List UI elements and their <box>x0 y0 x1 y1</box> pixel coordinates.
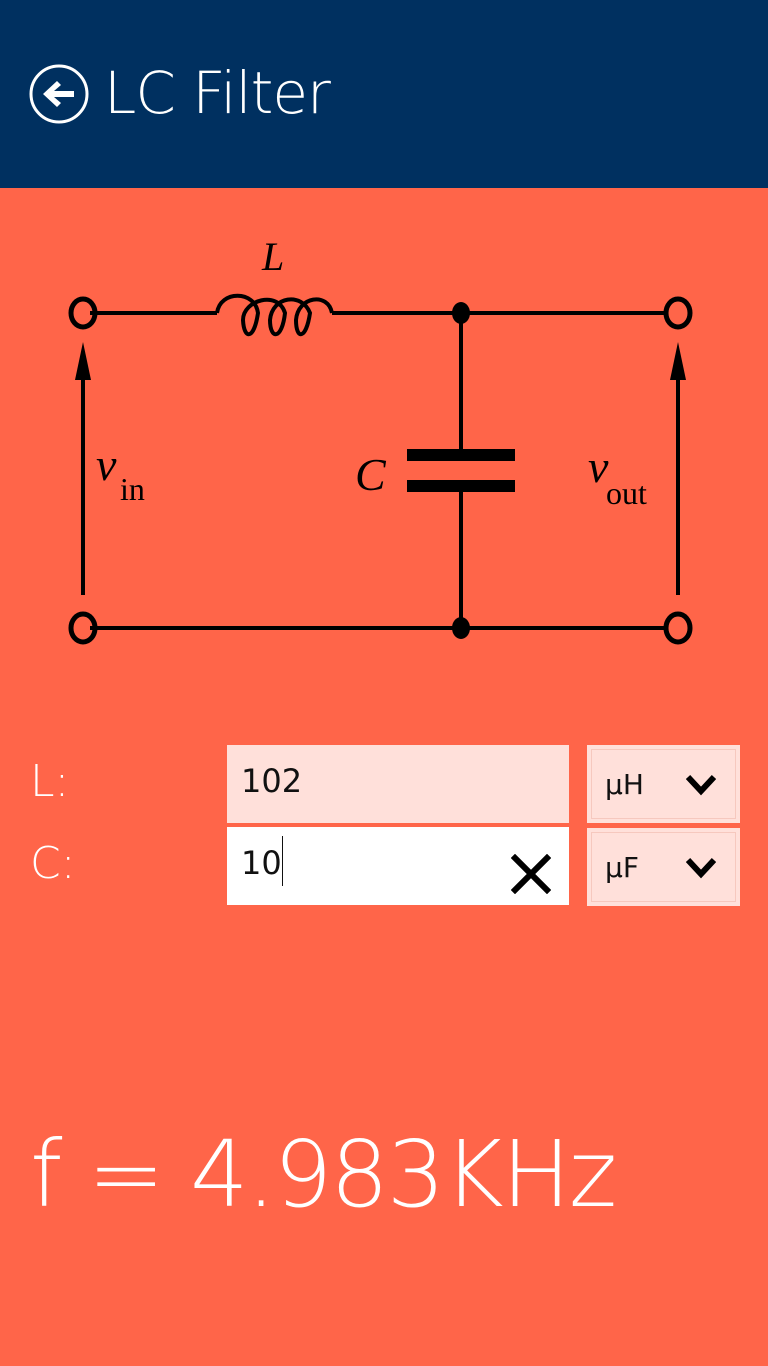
frequency-result: f = 4.983KHz <box>30 1121 617 1228</box>
clear-button[interactable] <box>510 847 552 895</box>
capacitance-label: C: <box>30 838 76 889</box>
vin-label-main: v <box>96 439 117 490</box>
capacitance-unit: µF <box>605 851 639 884</box>
back-button[interactable] <box>29 64 89 124</box>
vout-label-sub: out <box>606 475 647 511</box>
inductance-unit: µH <box>605 768 644 801</box>
chevron-down-icon <box>686 774 716 796</box>
inductor-icon <box>215 293 334 337</box>
terminal-out-top <box>663 296 693 330</box>
lc-filter-circuit-diagram: L C v in v out <box>68 234 693 645</box>
inductance-input[interactable]: 102 <box>227 745 569 823</box>
terminal-in-bottom <box>68 611 98 645</box>
vin-label-sub: in <box>120 471 145 507</box>
chevron-down-icon <box>686 857 716 879</box>
text-caret <box>281 836 283 886</box>
inductance-unit-select[interactable]: µH <box>587 745 740 823</box>
capacitor-label: C <box>355 449 387 500</box>
capacitance-unit-select[interactable]: µF <box>587 828 740 906</box>
app-header: LC Filter <box>0 0 768 188</box>
terminal-out-bottom <box>663 611 693 645</box>
capacitance-input[interactable]: 10 <box>227 827 569 905</box>
capacitor-plate-bottom <box>407 480 515 492</box>
terminal-in-top <box>68 296 98 330</box>
junction-top <box>452 302 470 324</box>
inductance-label: L: <box>30 756 70 807</box>
vout-label-main: v <box>588 441 609 492</box>
capacitor-plate-top <box>407 449 515 461</box>
close-icon <box>510 853 552 895</box>
page-title: LC Filter <box>104 59 331 127</box>
vin-arrow-head <box>75 342 91 380</box>
vout-arrow-head <box>670 342 686 380</box>
junction-bottom <box>452 617 470 639</box>
back-arrow-circle-icon <box>29 64 89 124</box>
inductance-value: 102 <box>241 762 303 800</box>
capacitance-value: 10 <box>241 844 282 882</box>
inductor-label: L <box>261 234 284 279</box>
